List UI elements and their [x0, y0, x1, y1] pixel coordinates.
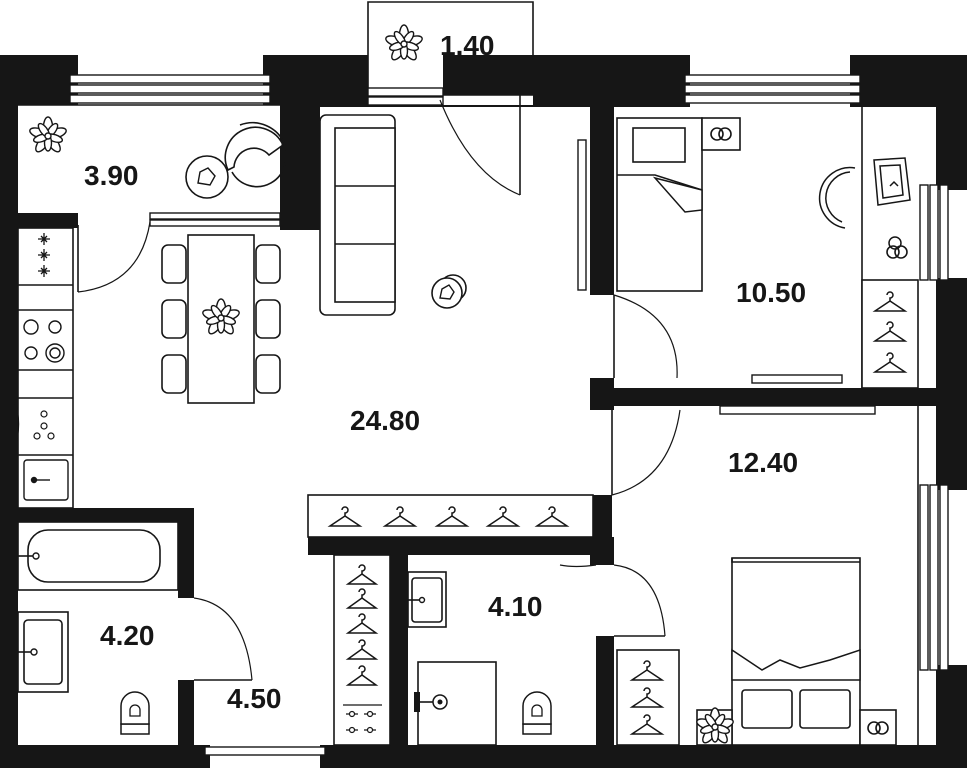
balcony-room	[367, 0, 534, 196]
stove-icon	[23, 319, 65, 363]
shower-room	[407, 564, 597, 746]
bedroom-small	[577, 107, 919, 415]
oven-icon	[14, 403, 55, 445]
area-loggia: 3.90	[84, 160, 139, 191]
single-bed	[616, 117, 741, 292]
bathroom	[17, 521, 253, 735]
toilet-icon	[522, 691, 552, 735]
area-bedroom-small: 10.50	[736, 277, 806, 308]
ball-icon	[431, 274, 467, 309]
dining-table	[161, 234, 281, 404]
area-bedroom-large: 12.40	[728, 447, 798, 478]
shoe-rack-icon	[343, 704, 382, 734]
toilet-icon	[120, 691, 150, 735]
windows	[69, 55, 967, 768]
sofa	[319, 114, 467, 316]
area-living-kitchen: 24.80	[350, 405, 420, 436]
hall-wardrobe	[307, 494, 594, 746]
area-bathroom: 4.20	[100, 620, 155, 651]
area-balcony: 1.40	[440, 30, 495, 61]
fridge-icon	[38, 233, 50, 277]
bedroom-large	[613, 406, 919, 746]
loggia-room	[18, 104, 299, 293]
rings-icon	[886, 245, 908, 259]
kitchen-counter	[14, 227, 74, 509]
area-shower-room: 4.10	[488, 591, 543, 622]
desk	[818, 157, 911, 229]
area-labels: 1.40 3.90 24.80 10.50 12.40 4.20 4.50 4.…	[84, 30, 806, 714]
door-bedroom-small	[611, 294, 681, 496]
area-hallway: 4.50	[227, 683, 282, 714]
kitchen-sink-icon	[23, 459, 69, 501]
armchair-icon	[185, 121, 287, 199]
